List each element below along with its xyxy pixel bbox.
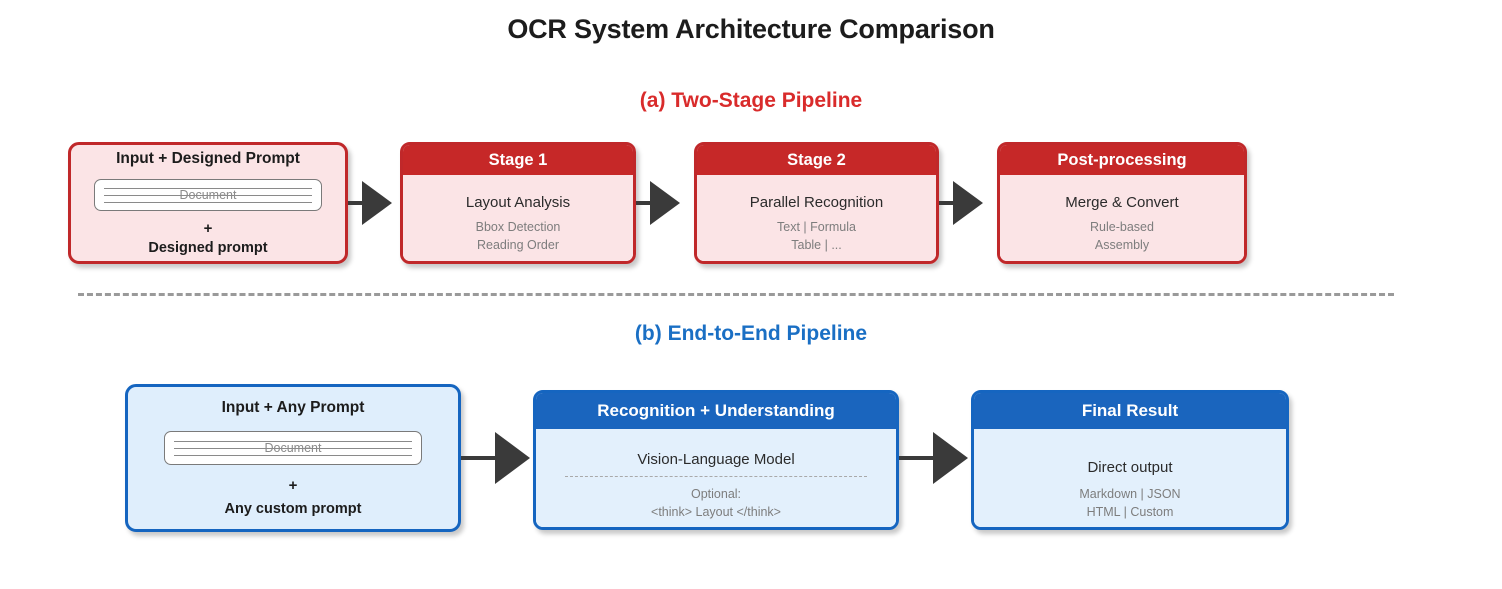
node-input-any-prompt[interactable]: Input + Any Prompt Document + Any custom… bbox=[125, 384, 461, 532]
node-header: Stage 1 bbox=[403, 145, 633, 175]
node-header: Stage 2 bbox=[697, 145, 936, 175]
node-prompt-label: Any custom prompt bbox=[224, 501, 362, 517]
section-title-two-stage: (a) Two-Stage Pipeline bbox=[639, 89, 863, 112]
plus-sign: + bbox=[288, 477, 298, 494]
document-lines-icon bbox=[174, 441, 412, 456]
node-title: Input + Any Prompt bbox=[221, 399, 365, 416]
arrow-stage2-to-postprocessing bbox=[939, 181, 983, 225]
node-input-designed-prompt[interactable]: Input + Designed Prompt Document + Desig… bbox=[68, 142, 348, 264]
node-main-text: Parallel Recognition bbox=[749, 194, 884, 211]
document-lines-icon bbox=[104, 188, 312, 203]
arrow-input-to-recognition bbox=[461, 432, 530, 484]
node-sub-text: Reading Order bbox=[477, 238, 559, 252]
document-label: Document bbox=[179, 188, 237, 202]
node-sub-text: Rule-based bbox=[1090, 220, 1154, 234]
node-title: Input + Designed Prompt bbox=[116, 150, 300, 167]
node-main-text: Vision-Language Model bbox=[637, 450, 795, 468]
node-main-text: Merge & Convert bbox=[1065, 194, 1179, 211]
node-sub-text: Bbox Detection bbox=[475, 220, 561, 234]
node-main-text: Direct output bbox=[1087, 458, 1173, 476]
node-sub-text: Table | ... bbox=[791, 238, 842, 252]
node-post-processing[interactable]: Post-processing Merge & Convert Rule-bas… bbox=[997, 142, 1247, 264]
node-stage-2[interactable]: Stage 2 Parallel Recognition Text | Form… bbox=[694, 142, 939, 264]
page-title: OCR System Architecture Comparison bbox=[507, 14, 995, 44]
node-sub-text: Optional: bbox=[690, 486, 742, 501]
arrow-stage1-to-stage2 bbox=[636, 181, 680, 225]
node-sub-text: <think> Layout </think> bbox=[651, 504, 781, 519]
node-sub-text: Text | Formula bbox=[777, 220, 856, 234]
inner-divider bbox=[564, 475, 868, 477]
node-recognition-understanding[interactable]: Recognition + Understanding Vision-Langu… bbox=[533, 390, 899, 530]
node-prompt-label: Designed prompt bbox=[148, 240, 268, 256]
node-stage-1[interactable]: Stage 1 Layout Analysis Bbox Detection R… bbox=[400, 142, 636, 264]
node-sub-text: Assembly bbox=[1094, 238, 1150, 252]
node-final-result[interactable]: Final Result Direct output Markdown | JS… bbox=[971, 390, 1289, 530]
document-thumbnail: Document bbox=[94, 179, 322, 211]
arrow-recognition-to-final-result bbox=[899, 432, 968, 484]
node-header: Post-processing bbox=[1000, 145, 1244, 175]
node-sub-text: Markdown | JSON bbox=[1079, 486, 1181, 501]
plus-sign: + bbox=[203, 220, 213, 237]
node-header: Final Result bbox=[974, 393, 1286, 429]
node-main-text: Layout Analysis bbox=[465, 194, 571, 211]
node-header: Recognition + Understanding bbox=[536, 393, 896, 429]
document-thumbnail: Document bbox=[164, 431, 422, 465]
document-label: Document bbox=[264, 441, 322, 455]
arrow-input-to-stage1 bbox=[348, 181, 392, 225]
node-sub-text: HTML | Custom bbox=[1086, 504, 1174, 519]
section-divider bbox=[78, 293, 1394, 296]
section-title-end-to-end: (b) End-to-End Pipeline bbox=[634, 322, 868, 345]
